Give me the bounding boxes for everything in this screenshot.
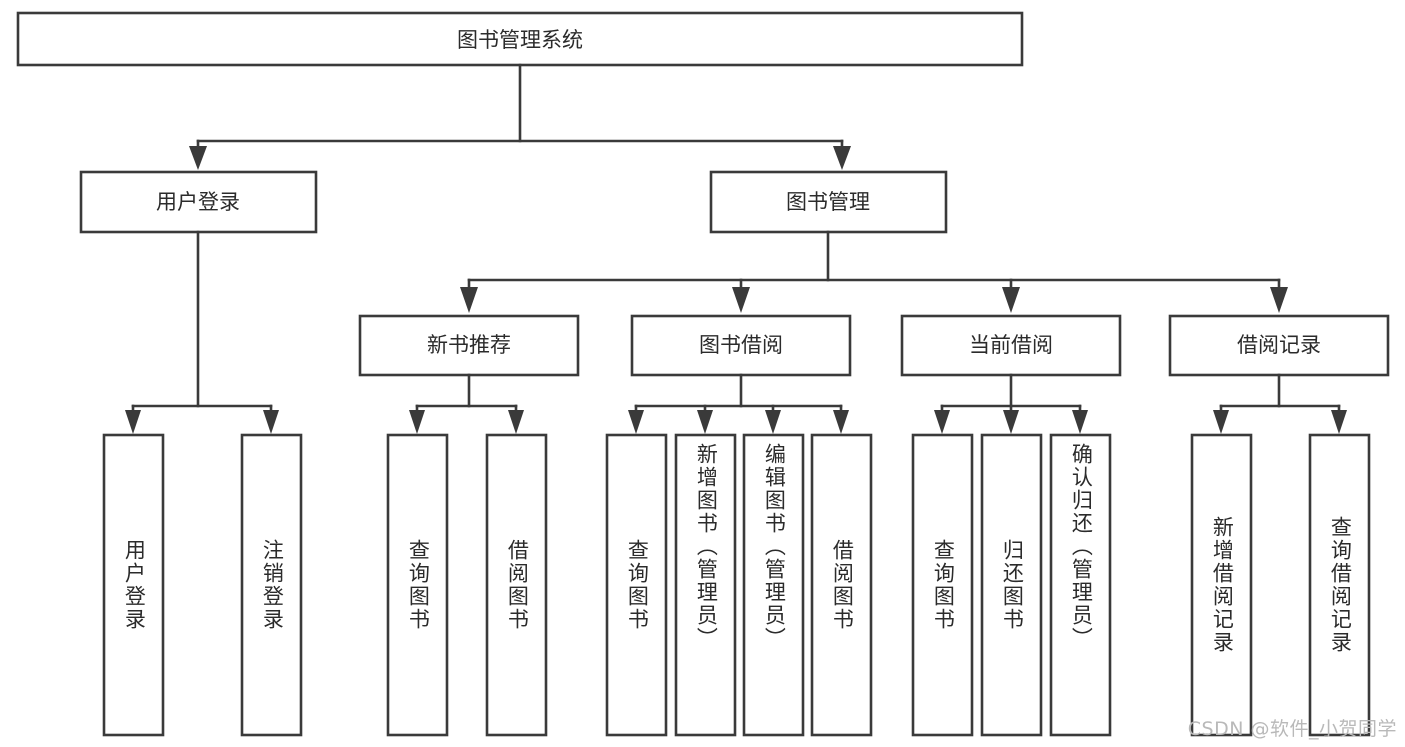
leaf-box-add-book[interactable] [674,433,737,737]
node-borrow-record[interactable]: 借阅记录 [1168,314,1390,377]
arrow-head-icon [508,410,524,434]
arrow-head-icon [1072,410,1088,434]
borrow-record-label: 借阅记录 [1237,333,1321,357]
arrow-head-icon [732,287,750,313]
leaf-box-query-record[interactable] [1308,433,1371,737]
node-current-borrow[interactable]: 当前借阅 [900,314,1122,377]
leaf-box-query-book-1[interactable] [386,433,449,737]
user-login-label: 用户登录 [156,190,240,214]
arrow-head-icon [409,410,425,434]
current-borrow-box[interactable] [900,314,1122,377]
connector-current-borrow-to-leaves [934,373,1088,434]
new-book-recommend-box[interactable] [358,314,580,377]
arrow-head-icon [833,146,851,170]
book-management-label: 图书管理 [786,190,870,214]
arrow-head-icon [263,410,279,434]
arrow-head-icon [125,410,141,434]
node-book-management[interactable]: 图书管理 [709,170,948,234]
book-borrow-label: 图书借阅 [699,333,783,357]
node-user-login[interactable]: 用户登录 [79,170,318,234]
leaf-box-add-record[interactable] [1190,433,1253,737]
new-book-recommend-label: 新书推荐 [427,333,511,357]
node-book-borrow[interactable]: 图书借阅 [630,314,852,377]
arrow-head-icon [1331,410,1347,434]
arrow-head-icon [1213,410,1229,434]
leaf-box-edit-book[interactable] [742,433,805,737]
user-login-box[interactable] [79,170,318,234]
arrow-head-icon [460,287,478,313]
connector-book-management-to-level3 [460,230,1288,313]
leaf-box-query-book-2[interactable] [605,433,668,737]
leaf-box-user-login[interactable] [102,433,165,737]
node-root[interactable]: 图书管理系统 [16,11,1024,67]
leaf-box-borrow-book-2[interactable] [810,433,873,737]
leaf-box-query-book-3[interactable] [911,433,974,737]
arrow-head-icon [833,410,849,434]
current-borrow-label: 当前借阅 [969,333,1053,357]
connector-borrow-record-to-leaves [1213,373,1347,434]
connector-new-book-recommend-to-leaves [409,373,524,434]
connector-user-login-to-leaves [125,230,279,434]
arrow-head-icon [1003,410,1019,434]
leaf-box-return-book[interactable] [980,433,1043,737]
arrow-head-icon [697,410,713,434]
csdn-watermark: CSDN @软件_小贺同学 [1187,718,1397,740]
leaf-box-confirm-return[interactable] [1049,433,1112,737]
leaf-box-logout-login[interactable] [240,433,303,737]
arrow-head-icon [934,410,950,434]
root-box[interactable] [16,11,1024,67]
arrow-head-icon [1002,287,1020,313]
node-new-book-recommend[interactable]: 新书推荐 [358,314,580,377]
arrow-head-icon [765,410,781,434]
arrow-head-icon [1270,287,1288,313]
connector-book-borrow-to-leaves [628,373,849,434]
arrow-head-icon [189,146,207,170]
leaf-box-borrow-book-1[interactable] [485,433,548,737]
connector-root-to-level2 [189,63,851,170]
root-label: 图书管理系统 [457,28,583,52]
arrow-head-icon [628,410,644,434]
